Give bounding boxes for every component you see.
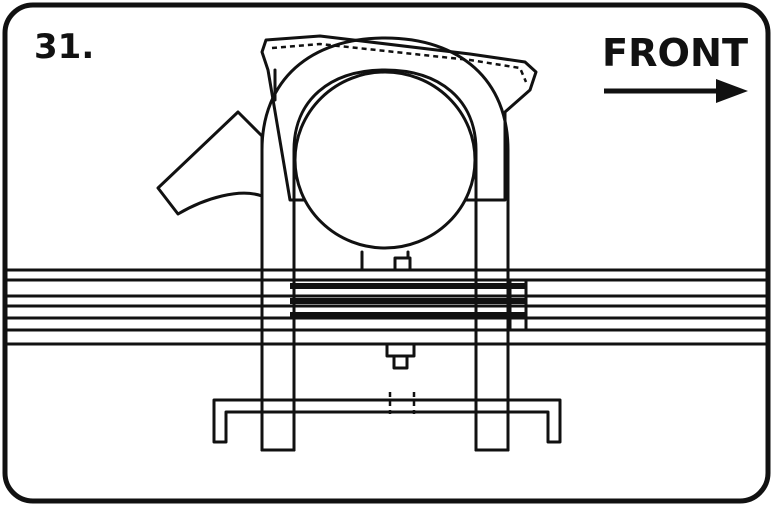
- step-number: 31.: [34, 27, 94, 67]
- front-arrow-icon: [604, 79, 748, 103]
- round-tube: [293, 70, 477, 272]
- bolt-nut: [385, 342, 416, 370]
- front-label: FRONT: [602, 31, 748, 75]
- u-bolt: [260, 36, 510, 452]
- clamp-base-plate: [212, 392, 562, 452]
